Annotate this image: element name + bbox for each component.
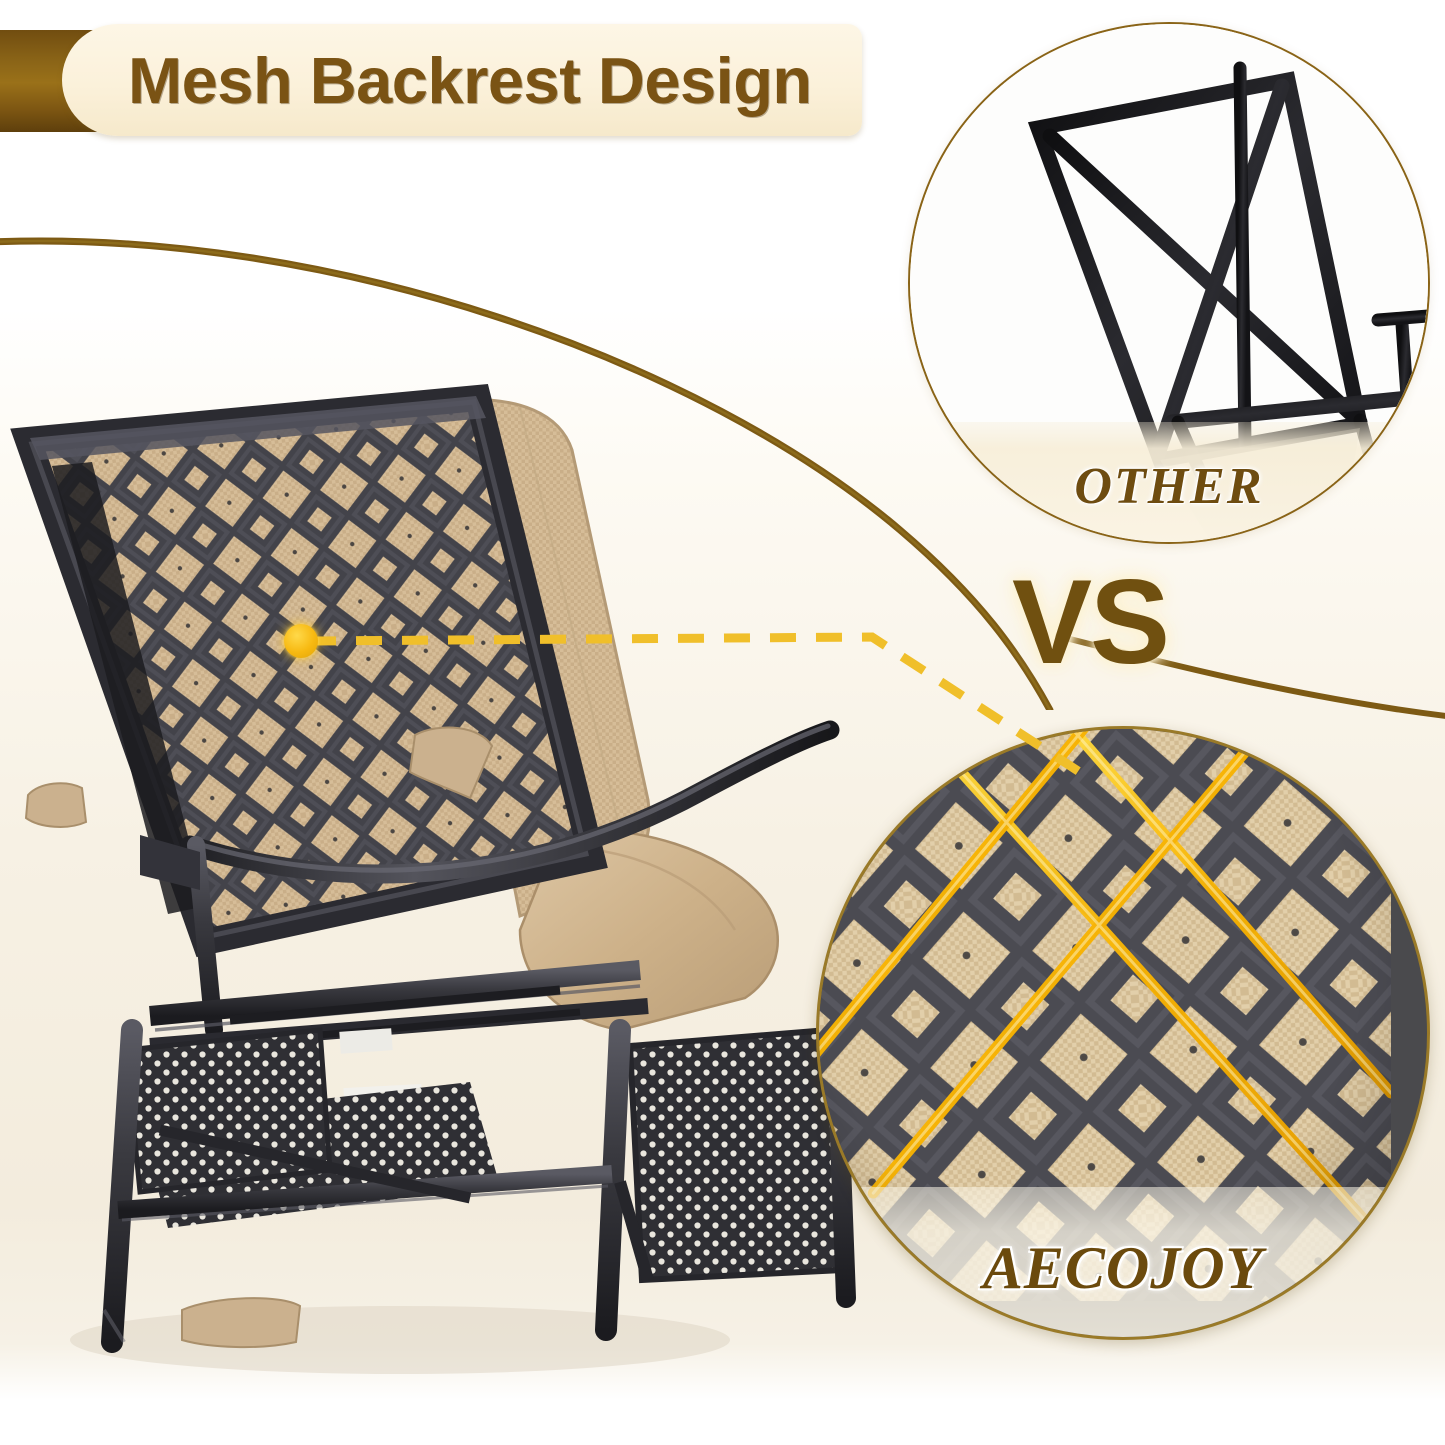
- other-floor-shadow: [910, 422, 1428, 542]
- title-pill-background: [62, 24, 862, 136]
- patio-chair-illustration: [10, 384, 856, 1374]
- aecojoy-label: AECOJOY: [982, 1235, 1264, 1301]
- dot-marker-icon: [284, 624, 318, 658]
- floor-bottom-strip: [0, 1399, 1445, 1445]
- comparison-circle-aecojoy: AECOJOY: [816, 726, 1430, 1340]
- aecojoy-label-band: [819, 1187, 1427, 1337]
- comparison-circle-other: OTHER: [908, 22, 1430, 544]
- page-title: Mesh Backrest Design: [128, 44, 812, 117]
- vs-label: VS: [1012, 555, 1170, 689]
- other-label: OTHER: [1074, 458, 1264, 515]
